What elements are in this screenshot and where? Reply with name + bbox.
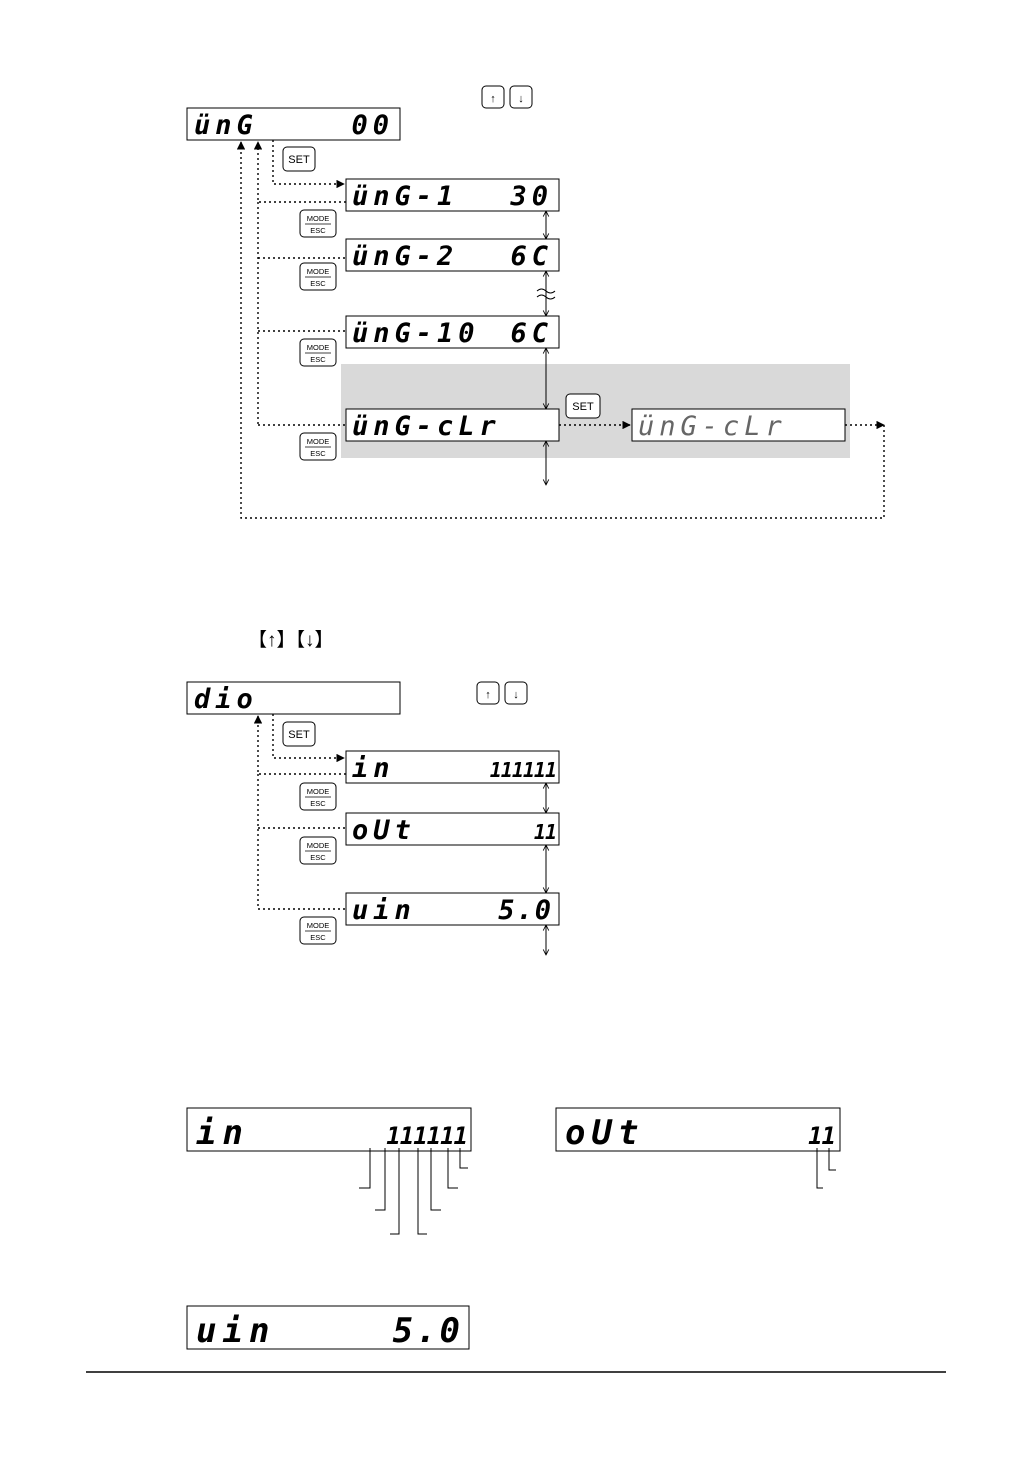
mode-esc-key-3: MODE ESC [300, 339, 336, 366]
up-arrow-icon: ↑ [485, 689, 491, 701]
svg-text:ESC: ESC [310, 355, 326, 364]
svg-text:MODE: MODE [307, 921, 330, 930]
up-down-keys-dio: ↑ ↓ [477, 682, 527, 704]
set-key-top: SET [283, 147, 315, 171]
mode-esc-key-6: MODE ESC [300, 837, 336, 864]
svg-text:dio: dio [194, 684, 258, 715]
svg-text:uin: uin [196, 1311, 275, 1351]
svg-text:SET: SET [288, 729, 310, 741]
svg-text:ünG-cLr: ünG-cLr [638, 411, 787, 442]
svg-text:oUt: oUt [565, 1113, 644, 1153]
svg-text:ünG-2: ünG-2 [352, 241, 458, 272]
mode-esc-key-2: MODE ESC [300, 263, 336, 290]
up-down-keys-top: ↑ ↓ [482, 86, 532, 108]
svg-text:ünG-10: ünG-10 [352, 318, 480, 349]
svg-text:ESC: ESC [310, 226, 326, 235]
display-dio: dio [187, 682, 400, 715]
svg-text:30: 30 [509, 181, 553, 212]
svg-text:MODE: MODE [307, 437, 330, 446]
mode-esc-key-1: MODE ESC [300, 210, 336, 237]
out-bit-leader-lines [817, 1148, 836, 1188]
display-ung-clr: ünG-cLr [346, 409, 559, 442]
svg-text:MODE: MODE [307, 267, 330, 276]
display-vin-detail: uin 5.0 [187, 1306, 469, 1351]
svg-text:MODE: MODE [307, 343, 330, 352]
display-ung-2: ünG-2 6C [346, 239, 559, 272]
svg-text:in: in [352, 753, 395, 784]
svg-text:SET: SET [572, 401, 594, 413]
up-arrow-icon: ↑ [490, 93, 496, 105]
svg-text:11: 11 [534, 820, 556, 844]
display-ung-clr-blinking: ünG-cLr [632, 409, 845, 442]
svg-text:ünG-1: ünG-1 [352, 181, 458, 212]
bracket-up-down-keys: 【↑】【↓】 [248, 629, 334, 651]
svg-text:5.0: 5.0 [393, 1311, 463, 1351]
display-in: in 111111 [346, 751, 559, 784]
svg-text:5.0: 5.0 [498, 895, 553, 926]
set-key-dio: SET [283, 722, 315, 746]
svg-text:oUt: oUt [352, 815, 416, 846]
flow-lines-section-1 [241, 140, 884, 518]
display-vin: uin 5.0 [346, 893, 559, 926]
svg-text:MODE: MODE [307, 214, 330, 223]
down-arrow-icon: ↓ [518, 93, 524, 105]
svg-text:uin: uin [352, 895, 416, 926]
display-ung-10: ünG-10 6C [346, 316, 559, 349]
svg-text:6C: 6C [510, 318, 553, 349]
svg-text:SET: SET [288, 154, 310, 166]
mode-esc-key-7: MODE ESC [300, 917, 336, 944]
mode-esc-key-4: MODE ESC [300, 433, 336, 460]
svg-text:111111: 111111 [490, 758, 556, 782]
down-arrow-icon: ↓ [513, 689, 519, 701]
svg-text:ünG-cLr: ünG-cLr [352, 411, 501, 442]
svg-text:ESC: ESC [310, 853, 326, 862]
display-ung: ünG 00 [187, 108, 400, 141]
in-bit-leader-lines [359, 1148, 468, 1234]
svg-text:MODE: MODE [307, 841, 330, 850]
svg-text:ESC: ESC [310, 279, 326, 288]
svg-text:MODE: MODE [307, 787, 330, 796]
svg-text:6C: 6C [510, 241, 553, 272]
svg-text:00: 00 [351, 110, 394, 141]
mode-esc-key-5: MODE ESC [300, 783, 336, 810]
svg-text:ünG: ünG [194, 110, 258, 141]
svg-text:ESC: ESC [310, 449, 326, 458]
display-out: oUt 11 [346, 813, 559, 846]
set-key-clear: SET [566, 394, 600, 418]
svg-text:ESC: ESC [310, 933, 326, 942]
svg-text:11: 11 [808, 1122, 835, 1150]
svg-text:111111: 111111 [386, 1122, 467, 1150]
svg-text:in: in [196, 1113, 249, 1153]
display-ung-1: ünG-1 30 [346, 179, 559, 212]
svg-text:ESC: ESC [310, 799, 326, 808]
display-out-detail: oUt 11 [556, 1108, 840, 1153]
display-in-detail: in 111111 [187, 1108, 471, 1153]
